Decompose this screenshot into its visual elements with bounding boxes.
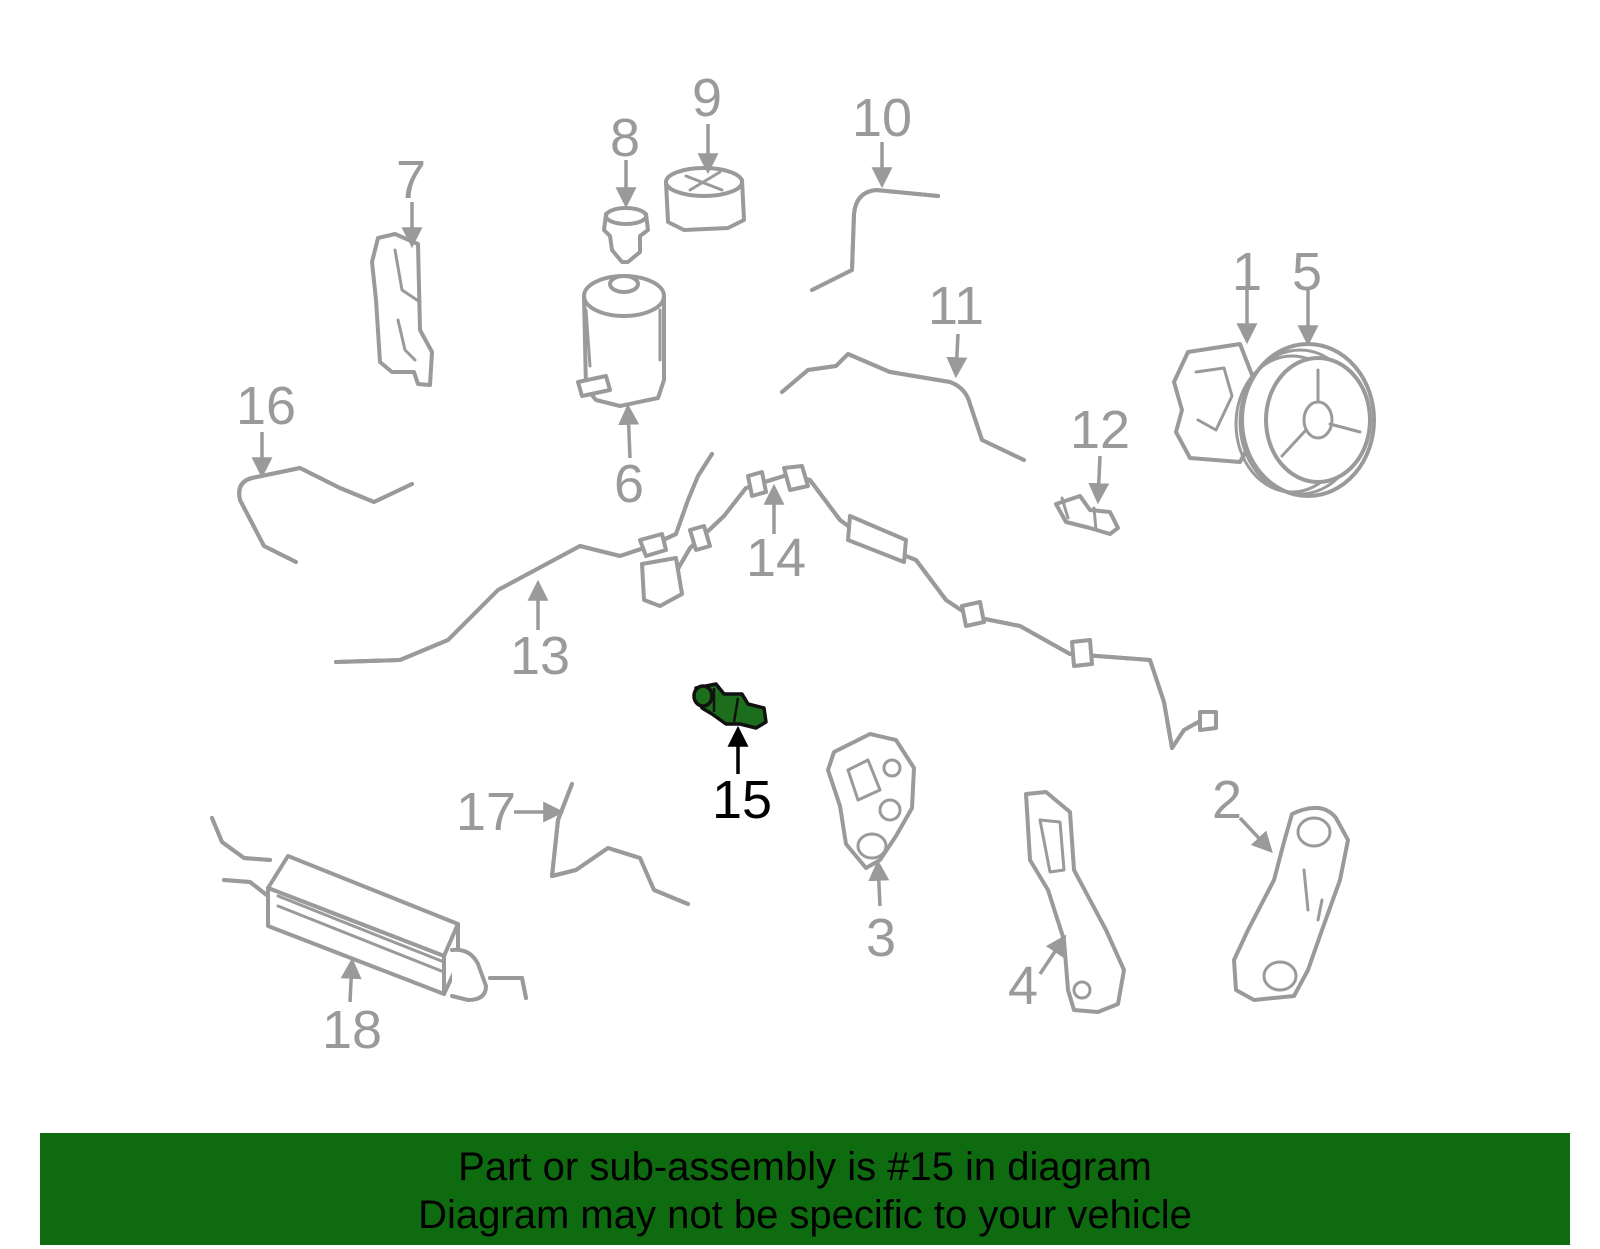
part-2-mount[interactable] (1232, 806, 1350, 1002)
banner-line-2: Diagram may not be specific to your vehi… (418, 1193, 1192, 1237)
callout-2: 2 (1212, 770, 1242, 830)
part-14-pipe[interactable] (640, 464, 1218, 750)
callout-10: 10 (852, 88, 912, 148)
callout-4: 4 (1008, 956, 1038, 1016)
part-12-sensor[interactable] (1054, 494, 1120, 536)
callout-3: 3 (866, 908, 896, 968)
callout-13: 13 (510, 626, 570, 686)
part-13-pipe[interactable] (334, 452, 714, 664)
callout-15: 15 (712, 770, 772, 830)
part-15-fitting[interactable] (692, 682, 768, 730)
callout-1: 1 (1232, 242, 1262, 302)
part-7-bracket[interactable] (370, 232, 434, 387)
info-banner: Part or sub-assembly is #15 in diagram D… (40, 1133, 1570, 1245)
part-10-hose[interactable] (810, 188, 940, 292)
callout-11: 11 (928, 276, 984, 336)
part-16-hose[interactable] (237, 466, 414, 564)
callout-9: 9 (692, 68, 722, 128)
banner-line-1: Part or sub-assembly is #15 in diagram (458, 1145, 1152, 1189)
callout-14: 14 (746, 528, 806, 588)
part-17-hose[interactable] (550, 782, 690, 906)
part-8-cap[interactable] (602, 206, 650, 264)
part-6-reservoir[interactable] (576, 274, 666, 408)
part-5-pulley[interactable] (1234, 342, 1376, 498)
callout-6: 6 (614, 454, 644, 514)
callout-arrows (251, 124, 1319, 1003)
callout-16: 16 (236, 376, 296, 436)
callout-7: 7 (396, 150, 426, 210)
callout-12: 12 (1070, 400, 1130, 460)
part-9-filter[interactable] (664, 166, 746, 232)
callout-labels: 1 2 3 4 5 6 7 8 9 10 11 12 13 14 15 16 1… (236, 68, 1322, 1060)
part-11-hose[interactable] (780, 352, 1026, 462)
part-3-bracket[interactable] (826, 732, 916, 870)
callout-5: 5 (1292, 242, 1322, 302)
callout-18: 18 (322, 1000, 382, 1060)
part-1-pump[interactable] (1172, 342, 1256, 464)
callout-17: 17 (456, 782, 516, 842)
part-18-cooler[interactable] (210, 816, 528, 1002)
callout-8: 8 (610, 108, 640, 168)
part-4-bracket[interactable] (1024, 790, 1126, 1014)
